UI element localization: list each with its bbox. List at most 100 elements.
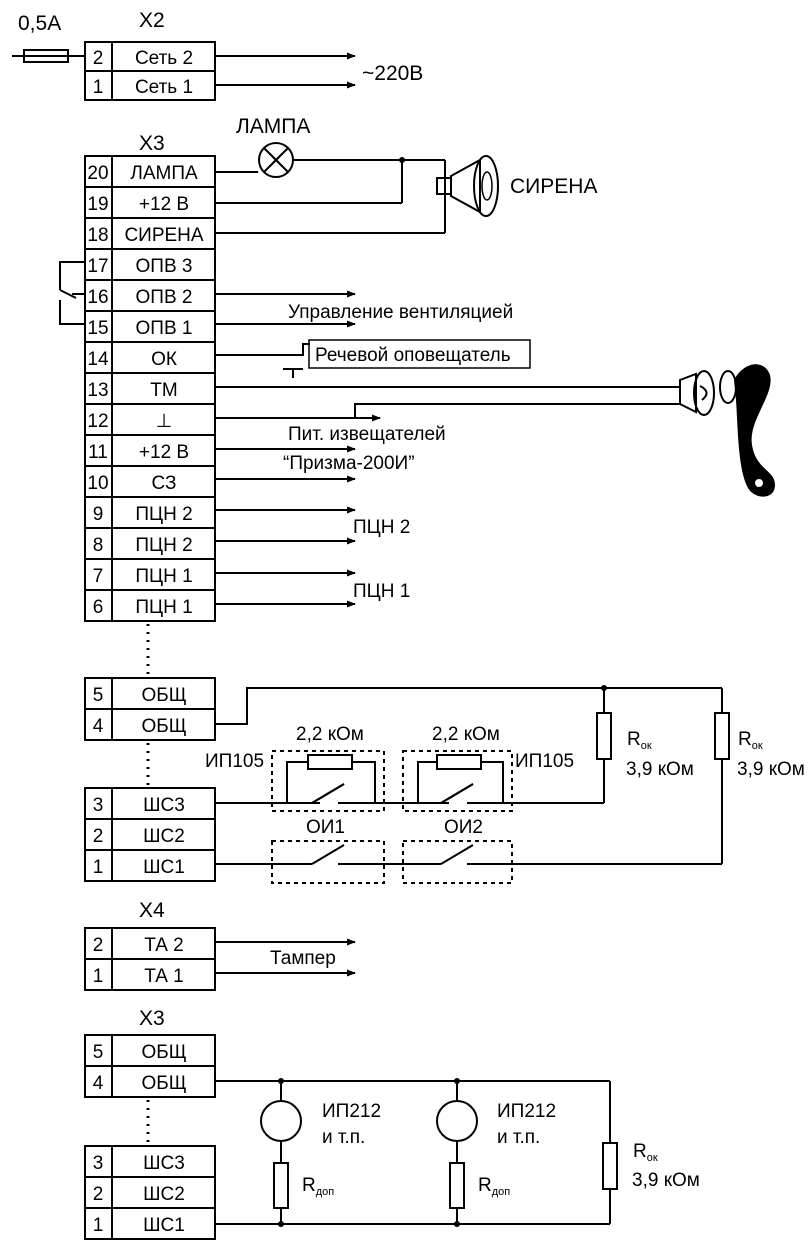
x3-row-label: ОК <box>151 349 177 370</box>
x3-row-label: ПЦН 1 <box>135 566 192 587</box>
x3-row-num: 6 <box>93 597 104 618</box>
loop-row-num: 2 <box>93 826 104 847</box>
speech-notifier: Речевой оповещатель <box>215 339 531 378</box>
x3b-row-label: ОБЩ <box>141 1042 186 1063</box>
x3-row-num: 12 <box>87 411 108 432</box>
loop-row-label: ОБЩ <box>141 716 186 737</box>
x3-row-num: 17 <box>87 256 108 277</box>
x3-row-num: 8 <box>93 535 104 556</box>
x3-row-num: 20 <box>87 163 108 184</box>
lamp-label: ЛАМПА <box>236 115 310 138</box>
loop-row-label: ОБЩ <box>141 685 186 706</box>
oi-label: ОИ1 <box>306 817 345 838</box>
fuse-label: 0,5A <box>18 12 61 35</box>
ventilation-label: Управление вентиляцией <box>288 302 513 323</box>
x3-row-num: 7 <box>93 566 104 587</box>
rok-label: Rок <box>627 729 652 752</box>
rok-value: 3,9 кОм <box>626 759 694 780</box>
x3-row-label: СЗ <box>152 473 177 494</box>
loop-row-num: 3 <box>93 795 104 816</box>
x3-top-block: X3 20 ЛАМПА 19 +12 В 18 СИРЕНА 17 ОПВ 3 16 ОПВ 2 1… <box>84 132 216 622</box>
rok-value: 3,9 кОм <box>737 759 805 780</box>
x3-bottom-bottom-frame <box>84 1145 216 1240</box>
ip212-icon <box>260 1100 302 1142</box>
rdop-label: Rдоп <box>302 1175 334 1198</box>
x3-row-num: 16 <box>87 287 108 308</box>
tamper-label: Тампер <box>270 948 336 969</box>
x3-row-label: ОПВ 3 <box>136 256 193 277</box>
loop-row-num: 4 <box>93 716 104 737</box>
x3-row-num: 15 <box>87 318 108 339</box>
x3b-row-label: ШС2 <box>143 1184 185 1205</box>
ip212-label: ИП212 <box>497 1101 556 1122</box>
pcn1-label: ПЦН 1 <box>353 581 410 602</box>
res-label: 2,2 кОм <box>296 724 364 745</box>
x4-row-num: 2 <box>93 935 104 956</box>
loops-bottom-frame <box>84 787 216 882</box>
x4-row-label: ТА 1 <box>144 966 184 987</box>
x2-block: X2 0,5A 2 Сеть 2 1 Сеть 1 ~220В <box>12 9 423 101</box>
pcn2-label: ПЦН 2 <box>353 517 410 538</box>
ip212-icon <box>436 1100 478 1142</box>
x3b-row-num: 5 <box>93 1042 104 1063</box>
x3-row-num: 11 <box>88 442 108 463</box>
x2-row-label: Сеть 2 <box>135 48 193 69</box>
x3-row-num: 13 <box>87 380 108 401</box>
x3-bottom-title: X3 <box>139 1007 165 1030</box>
rok-resistor <box>602 1142 618 1190</box>
ip212-label: ИП212 <box>322 1101 381 1122</box>
x3-row-num: 10 <box>87 473 108 494</box>
x2-title: X2 <box>139 9 165 32</box>
ip105-label: ИП105 <box>205 751 264 772</box>
rok-resistor-2 <box>714 712 730 760</box>
rok-label: Rок <box>738 729 763 752</box>
resistor-2-2k <box>307 754 353 770</box>
power-label: Пит. извещателей <box>288 424 446 445</box>
x3-row-label: ОПВ 2 <box>136 287 193 308</box>
key-icon <box>734 364 775 497</box>
rok-resistor-1 <box>596 712 612 760</box>
fuse-symbol <box>23 49 69 63</box>
x3b-row-label: ШС3 <box>143 1153 185 1174</box>
rdop-resistor <box>273 1162 289 1209</box>
oi-box <box>402 840 513 884</box>
ip105-label: ИП105 <box>515 751 574 772</box>
loop-row-label: ШС1 <box>143 857 185 878</box>
rdop-resistor <box>449 1162 465 1209</box>
detector-power: Пит. извещателей “Призма-200И” <box>215 424 446 483</box>
x3-row-label: ПЦН 2 <box>135 504 192 525</box>
x3-row-label: ⊥ <box>156 411 173 432</box>
x3-row-num: 19 <box>87 194 108 215</box>
loop-row-label: ШС2 <box>143 826 185 847</box>
x3b-row-label: ОБЩ <box>141 1073 186 1094</box>
x3-bottom-block: X3 5 ОБЩ 4 ОБЩ 3 ШС3 2 ШС2 1 ШС1 ИП212 и… <box>84 1007 700 1240</box>
x3-row-num: 18 <box>87 225 108 246</box>
x3b-row-num: 4 <box>93 1073 104 1094</box>
x3-row-label: +12 В <box>139 194 189 215</box>
x3-row-label: +12 В <box>139 442 189 463</box>
x3-row-num: 14 <box>87 349 109 370</box>
relay-contacts: Управление вентиляцией <box>59 261 513 328</box>
resistor-2-2k <box>436 754 482 770</box>
x4-title: X4 <box>139 899 165 922</box>
rok-label: Rок <box>633 1141 658 1164</box>
x3b-row-label: ШС1 <box>143 1215 185 1236</box>
x3-row-label: ЛАМПА <box>130 163 198 184</box>
x3b-row-num: 3 <box>93 1153 104 1174</box>
rdop-label: Rдоп <box>478 1175 510 1198</box>
loop-row-num: 1 <box>93 857 104 878</box>
x2-row-num: 1 <box>93 77 104 98</box>
x3-row-label: ПЦН 2 <box>135 535 192 556</box>
x3-row-label: СИРЕНА <box>124 225 203 246</box>
oi-box <box>271 840 385 884</box>
x3-row-label: ПЦН 1 <box>135 597 192 618</box>
touch-memory <box>215 364 775 497</box>
x4-row-num: 1 <box>93 966 104 987</box>
siren: СИРЕНА <box>436 155 597 217</box>
loops-block: 5 ОБЩ 4 ОБЩ 3 ШС3 2 ШС2 1 ШС1 Rок 3,9 кО… <box>84 677 805 884</box>
ip212-sub: и т.п. <box>322 1127 365 1148</box>
x3-top-frame <box>84 155 216 622</box>
x3-top-title: X3 <box>139 132 165 155</box>
x3-row-num: 9 <box>93 504 104 525</box>
x4-block: X4 2 ТА 2 1 ТА 1 Тампер <box>84 899 356 991</box>
